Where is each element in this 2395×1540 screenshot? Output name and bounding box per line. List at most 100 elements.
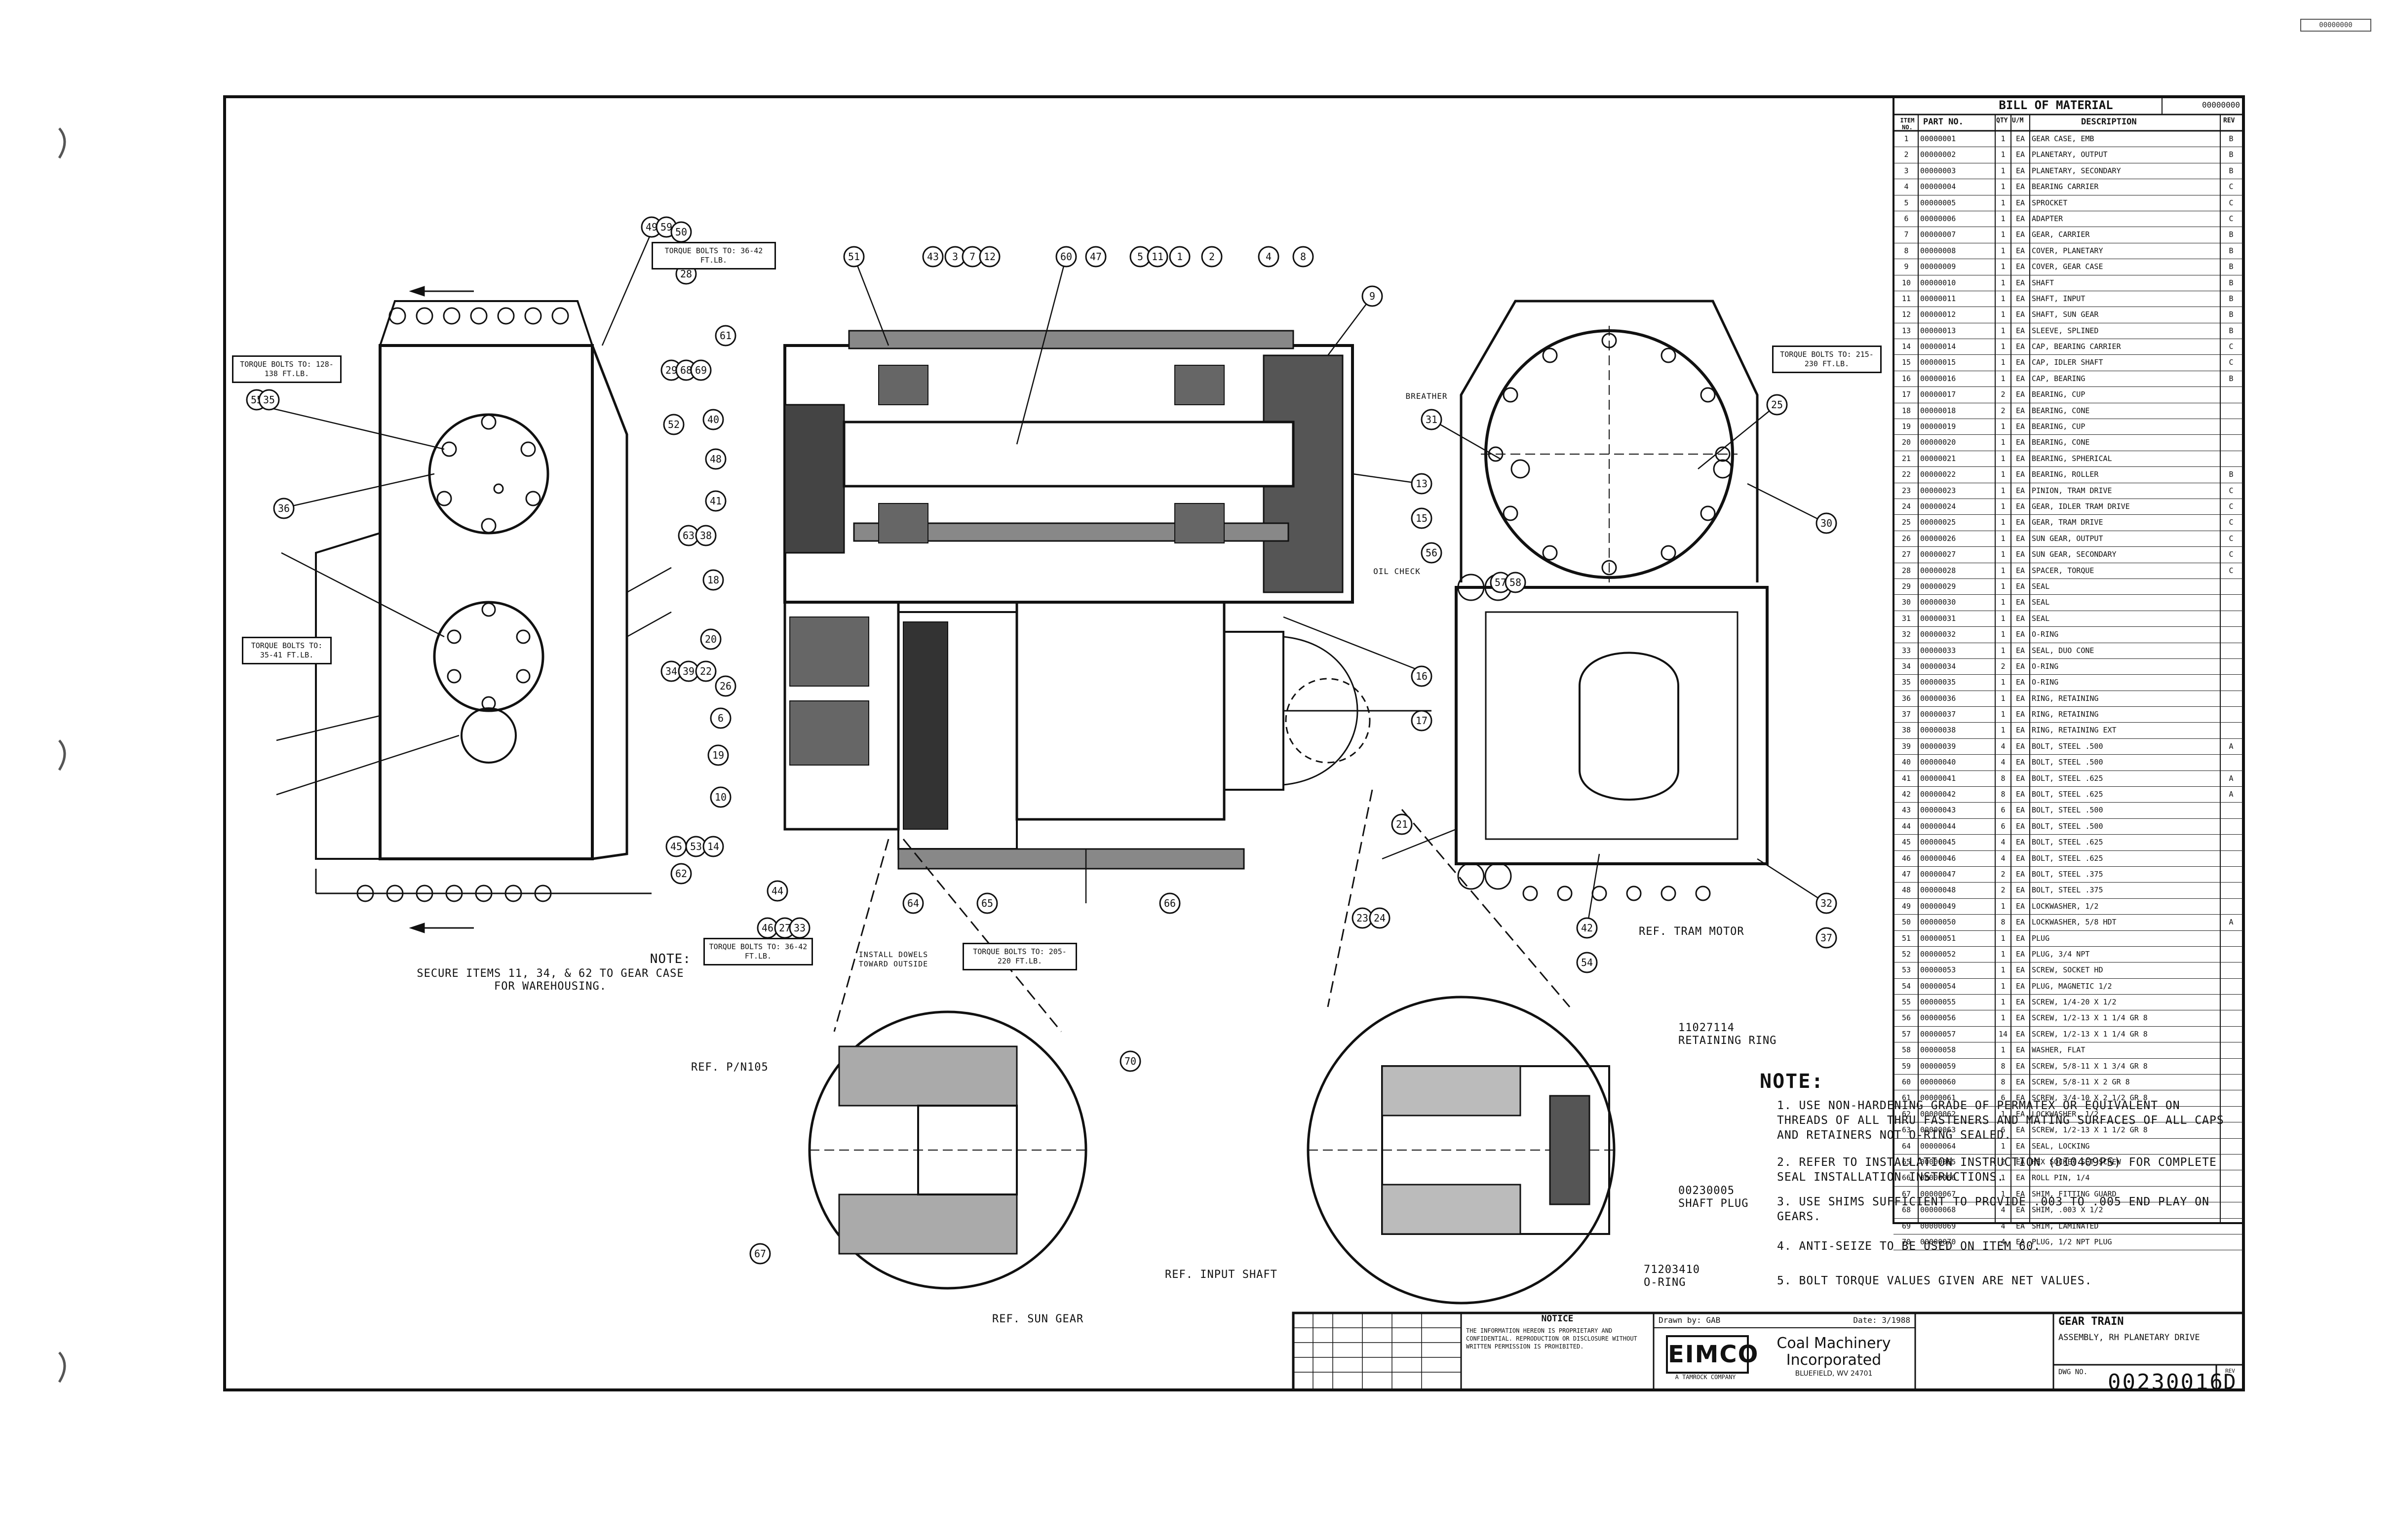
bom-unit: EA <box>2015 566 2025 575</box>
bom-item-number: 11 <box>1901 294 1911 303</box>
bom-part-number: 00000064 <box>1920 1141 1956 1151</box>
callout-bubble: 21 <box>1391 813 1413 835</box>
callout-circle <box>1505 572 1526 593</box>
bom-part-number: 00000068 <box>1920 1205 1956 1215</box>
bom-revision: B <box>2229 310 2234 319</box>
bom-quantity: 1 <box>2001 342 2006 351</box>
bom-item-number: 34 <box>1901 661 1911 671</box>
callout-circle <box>710 786 732 808</box>
bom-unit: EA <box>2015 581 2025 591</box>
bom-quantity: 8 <box>2001 790 2006 799</box>
bom-item-number: 66 <box>1901 1173 1911 1183</box>
bom-part-number: 00000034 <box>1920 661 1956 671</box>
bom-unit: EA <box>2015 1125 2025 1135</box>
callout-bubble: 22 <box>695 660 717 682</box>
bom-part-number: 00000021 <box>1920 454 1956 463</box>
tram-frame <box>1455 586 1769 865</box>
bom-part-number: 00000027 <box>1920 550 1956 559</box>
bom-part-number: 00000019 <box>1920 422 1956 431</box>
bom-quantity: 6 <box>2001 821 2006 831</box>
bom-part-number: 00000055 <box>1920 998 1956 1007</box>
bom-description: SLEEVE, SPLINED <box>2032 326 2099 335</box>
bom-unit: EA <box>2015 422 2025 431</box>
bom-unit: EA <box>2015 230 2025 239</box>
bom-quantity: 1 <box>2001 566 2006 575</box>
bom-unit: EA <box>2015 358 2025 367</box>
bom-quantity: 1 <box>2001 630 2006 639</box>
callout-number: 20 <box>705 633 717 645</box>
bom-description: BOLT, STEEL .500 <box>2032 821 2103 831</box>
rev-label: REV <box>2225 1368 2235 1374</box>
callout-bubble: 47 <box>1085 246 1107 268</box>
callout-bubble: 10 <box>710 786 732 808</box>
bom-unit: EA <box>2015 294 2025 303</box>
bom-item-number: 19 <box>1901 422 1911 431</box>
binder-mark-top <box>58 127 66 159</box>
bom-quantity: 1 <box>2001 726 2006 735</box>
bom-quantity: 1 <box>2001 294 2006 303</box>
bom-unit: EA <box>2015 1013 2025 1023</box>
bom-item-number: 13 <box>1901 326 1911 335</box>
bom-header-row: ITEM NO. PART NO. QTY U/M DESCRIPTION RE… <box>1893 115 2243 131</box>
bom-part-number: 00000025 <box>1920 518 1956 527</box>
notice-title: NOTICE <box>1541 1313 1574 1324</box>
bom-description: SUN GEAR, OUTPUT <box>2032 534 2103 543</box>
callout-bubble: 4 <box>1258 246 1279 268</box>
callout-number: 54 <box>1581 957 1593 968</box>
detail-left <box>808 839 1087 1290</box>
callout-number: 13 <box>1416 478 1428 490</box>
bom-quantity: 4 <box>2001 853 2006 863</box>
bom-part-number: 00000026 <box>1920 534 1956 543</box>
bom-quantity: 1 <box>2001 581 2006 591</box>
bom-unit: EA <box>2015 438 2025 447</box>
bom-description: LOCKWASHER, 1/2 <box>2032 901 2099 911</box>
bom-unit: EA <box>2015 278 2025 287</box>
notice-text: THE INFORMATION HEREON IS PROPRIETARY AN… <box>1466 1327 1637 1350</box>
center-section-view <box>783 330 1431 870</box>
bom-unit: EA <box>2015 1109 2025 1118</box>
bom-quantity: 2 <box>2001 661 2006 671</box>
bom-part-number: 00000032 <box>1920 630 1956 639</box>
bom-item-number: 54 <box>1901 981 1911 991</box>
callout-number: 34 <box>665 665 677 677</box>
bom-description: BOLT, STEEL .625 <box>2032 853 2103 863</box>
bom-quantity: 1 <box>2001 981 2006 991</box>
callout-circle <box>1361 285 1383 307</box>
bom-revision: C <box>2229 501 2234 511</box>
bom-description: BEARING, CUP <box>2032 422 2086 431</box>
bom-item-number: 56 <box>1901 1013 1911 1023</box>
callout-circle <box>273 498 295 519</box>
bom-item-number: 35 <box>1901 678 1911 687</box>
bom-unit: EA <box>2015 693 2025 703</box>
callout-circle <box>715 675 736 697</box>
bom-part-number: 00000049 <box>1920 901 1956 911</box>
bom-description: BOLT, STEEL .625 <box>2032 773 2103 783</box>
callout-bubble: 49 <box>641 216 662 238</box>
bom-unit: EA <box>2015 454 2025 463</box>
bom-description: SEAL, DUO CONE <box>2032 646 2094 655</box>
callout-number: 36 <box>278 502 290 514</box>
bom-revision: C <box>2229 534 2234 543</box>
callout-bubble: 14 <box>702 836 724 857</box>
callout-number: 67 <box>754 1248 766 1260</box>
bom-description: PINION, TRAM DRIVE <box>2032 486 2112 495</box>
bom-quantity: 1 <box>2001 166 2006 175</box>
bom-item-number: 50 <box>1901 918 1911 927</box>
bom-part-number: 00000059 <box>1920 1061 1956 1071</box>
callout-circle <box>1576 952 1598 973</box>
bom-unit: EA <box>2015 614 2025 623</box>
bom-part-number: 00000044 <box>1920 821 1956 831</box>
detail-right <box>1307 789 1616 1305</box>
